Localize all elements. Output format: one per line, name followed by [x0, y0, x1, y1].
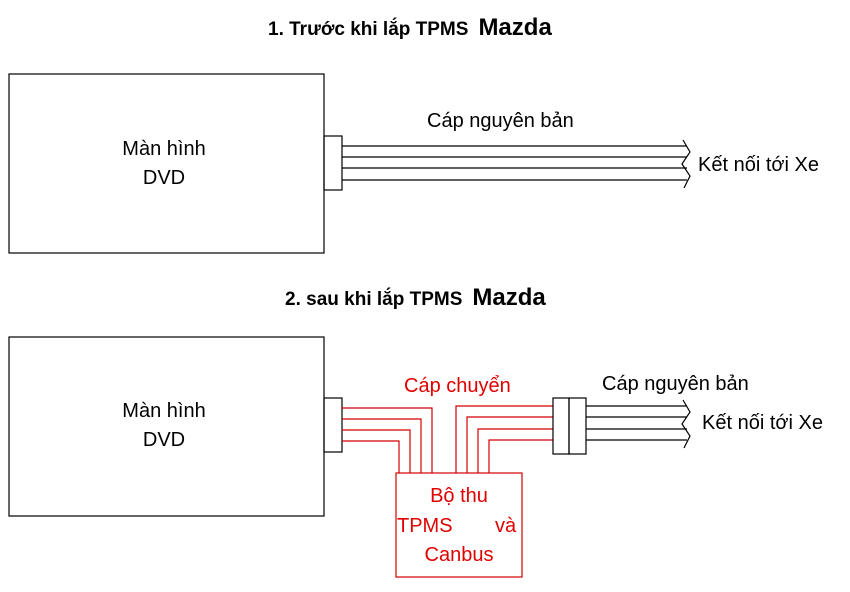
section2-title: 2. sau khi lắp TPMS Mazda	[285, 284, 546, 311]
adapter-cable-label: Cáp chuyển	[404, 375, 511, 397]
dvd-screen-label-1: Màn hình	[122, 138, 205, 160]
receiver-label-2a: TPMS	[397, 515, 453, 537]
original-cable	[342, 139, 691, 189]
receiver-label-2b: và	[495, 515, 517, 537]
vehicle-connection-label: Kết nối tới Xe	[698, 154, 819, 176]
receiver-label-1: Bộ thu	[430, 485, 488, 507]
cable-break-mark	[681, 139, 691, 189]
tpms-receiver-box	[395, 472, 523, 578]
section1-title: 1. Trước khi lắp TPMS Mazda	[268, 14, 552, 41]
dvd-screen-label-2: DVD	[143, 167, 185, 189]
dvd-screen-label-2: DVD	[143, 429, 185, 451]
cable-break-mark	[681, 399, 691, 449]
original-cable	[586, 399, 691, 449]
dvd-connector	[323, 135, 343, 191]
adapter-cable-right	[455, 405, 553, 473]
original-cable-label: Cáp nguyên bản	[602, 373, 749, 395]
dvd-screen-box	[8, 336, 325, 517]
vehicle-connection-label: Kết nối tới Xe	[702, 412, 823, 434]
dvd-connector	[323, 397, 343, 453]
original-cable-label: Cáp nguyên bản	[427, 110, 574, 132]
original-connector	[568, 397, 587, 455]
adapter-connector	[552, 397, 570, 455]
dvd-screen-label-1: Màn hình	[122, 400, 205, 422]
dvd-screen-box	[8, 73, 325, 254]
section-before: 1. Trước khi lắp TPMS Mazda Màn hình DVD…	[8, 14, 819, 254]
receiver-label-3: Canbus	[425, 544, 494, 566]
adapter-cable-left	[342, 407, 433, 473]
section-after: 2. sau khi lắp TPMS Mazda Màn hình DVD C…	[8, 284, 823, 578]
